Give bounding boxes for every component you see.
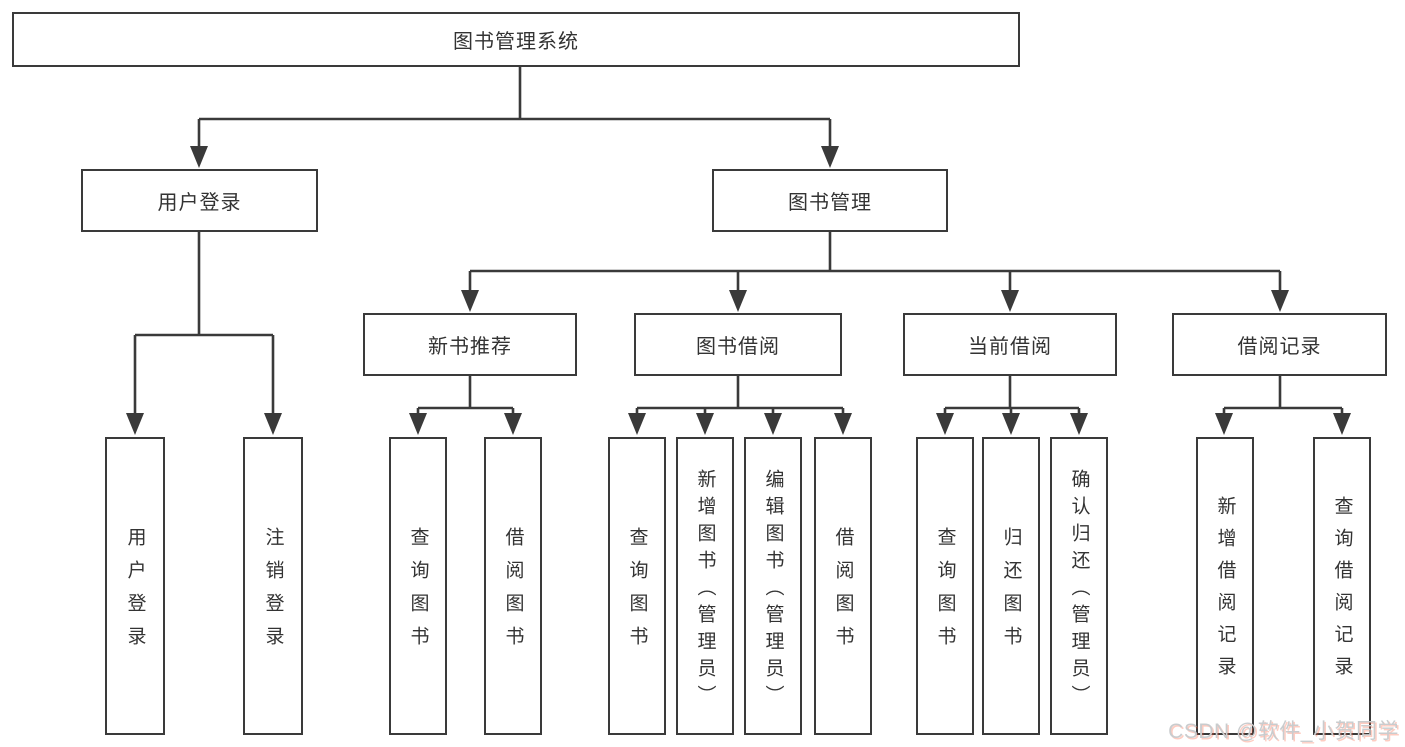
- leaf-return-books: 归还图书: [982, 437, 1040, 735]
- leaf-label: 新增图书（管理员）: [694, 468, 716, 712]
- leaf-label: 新增借阅记录: [1214, 496, 1236, 688]
- leaf-label: 借阅图书: [502, 527, 524, 659]
- connector-segments: [133, 67, 1344, 415]
- leaf-label: 借阅图书: [832, 527, 854, 659]
- leaf-label: 用户登录: [124, 527, 146, 659]
- node-label: 新书推荐: [428, 336, 512, 358]
- node-label: 当前借阅: [968, 336, 1052, 358]
- leaf-user-login: 用户登录: [105, 437, 165, 735]
- node-label: 图书借阅: [696, 336, 780, 358]
- node-book-borrowing: 图书借阅: [634, 313, 842, 376]
- node-label: 借阅记录: [1237, 336, 1322, 358]
- leaf-add-book-admin: 新增图书（管理员）: [676, 437, 734, 735]
- leaf-query-books: 查询图书: [389, 437, 447, 735]
- node-borrowing-records: 借阅记录: [1172, 313, 1387, 376]
- node-current-borrowing: 当前借阅: [903, 313, 1117, 376]
- node-book-management: 图书管理: [712, 169, 948, 232]
- node-book-management-system: 图书管理系统: [12, 12, 1020, 67]
- leaf-label: 查询借阅记录: [1331, 496, 1353, 688]
- node-label: 图书管理系统: [453, 31, 579, 53]
- leaf-label: 查询图书: [934, 527, 956, 659]
- leaf-label: 确认归还（管理员）: [1068, 468, 1090, 712]
- leaf-query-books-3: 查询图书: [916, 437, 974, 735]
- leaf-label: 查询图书: [626, 527, 648, 659]
- node-user-login: 用户登录: [81, 169, 318, 232]
- leaf-label: 查询图书: [407, 527, 429, 659]
- leaf-borrow-books: 借阅图书: [484, 437, 542, 735]
- leaf-confirm-return-admin: 确认归还（管理员）: [1050, 437, 1108, 735]
- node-label: 图书管理: [788, 192, 872, 214]
- leaf-borrow-books-2: 借阅图书: [814, 437, 872, 735]
- leaf-edit-book-admin: 编辑图书（管理员）: [744, 437, 802, 735]
- leaf-query-books-2: 查询图书: [608, 437, 666, 735]
- leaf-query-borrow-record: 查询借阅记录: [1313, 437, 1371, 735]
- node-label: 用户登录: [157, 192, 242, 214]
- csdn-watermark: CSDN @软件_小贺同学: [1168, 720, 1399, 743]
- leaf-label: 归还图书: [1000, 527, 1022, 659]
- leaf-add-borrow-record: 新增借阅记录: [1196, 437, 1254, 735]
- leaf-label: 编辑图书（管理员）: [762, 468, 784, 712]
- leaf-logout: 注销登录: [243, 437, 303, 735]
- node-new-book-recommend: 新书推荐: [363, 313, 577, 376]
- leaf-label: 注销登录: [262, 527, 284, 659]
- arrowheads: [126, 146, 1351, 435]
